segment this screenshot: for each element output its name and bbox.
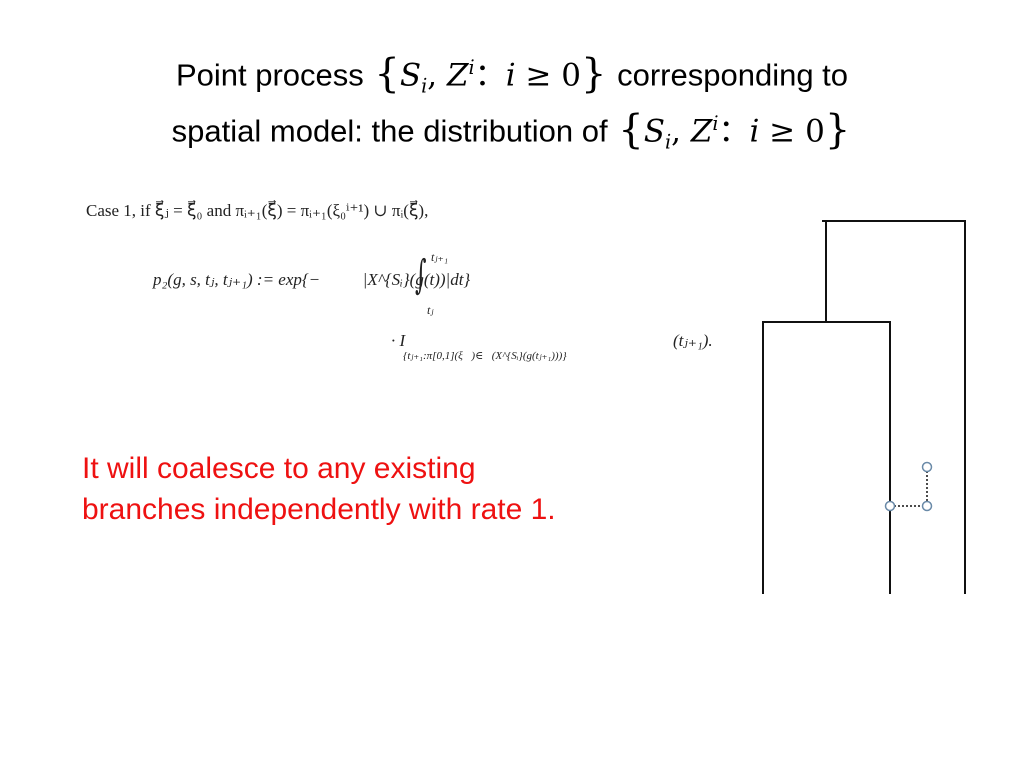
- new-lineage-bottom-node: [921, 500, 933, 512]
- coalescence-note: It will coalesce to any existing branche…: [82, 448, 722, 530]
- open-brace: {: [374, 51, 400, 98]
- math-Z-superscript: i: [712, 112, 719, 135]
- new-lineage-top-node: [921, 461, 933, 473]
- math-S: S: [399, 57, 422, 94]
- formula-p2-definition: p₂(g, s, tⱼ, tⱼ₊₁) := exp{− |X^{Sᵢ}(g(t)…: [153, 270, 470, 290]
- formula-integrand: |X^{Sᵢ}(g(t))|dt}: [362, 270, 471, 289]
- formula-indicator-subscript: {tⱼ₊₁:π[0,1](ξ⃗)∈𝔖(X^{Sᵢ}(g(tⱼ₊₁)))}: [403, 350, 567, 362]
- formula-case-line: Case 1, if ξ⃗ⱼ = ξ⃗₀ and πᵢ₊₁(ξ⃗) = πᵢ₊₁…: [86, 201, 429, 220]
- slide-title-line-1: Point process {Si, Zi：i ≥ 0} correspondi…: [0, 48, 1024, 107]
- math-comma: ,: [427, 57, 447, 94]
- math-i: i: [505, 57, 516, 94]
- math-zero: 0: [805, 113, 825, 150]
- formula-indicator: · I: [391, 331, 406, 350]
- math-Z: Z: [690, 113, 713, 150]
- integral-upper-limit: tⱼ₊₁: [431, 250, 449, 264]
- tree-branches: [762, 220, 966, 594]
- math-comma: ,: [671, 113, 691, 150]
- math-S-subscript: i: [421, 74, 428, 98]
- math-colon: ：: [474, 57, 506, 94]
- title-set-notation-2: {Si, Zi：i ≥ 0}: [618, 104, 850, 163]
- formula-p2-lhs: p₂(g, s, tⱼ, tⱼ₊₁) := exp{−: [153, 270, 321, 289]
- math-geq: ≥: [759, 113, 806, 150]
- new-lineage: [884, 461, 933, 512]
- math-Z: Z: [446, 57, 469, 94]
- coalescence-node: [884, 500, 896, 512]
- note-line-1: It will coalesce to any existing: [82, 452, 476, 485]
- integral-sign: ∫: [415, 252, 427, 298]
- slide-title-line-2: spatial model: the distribution of {Si, …: [0, 104, 1024, 163]
- math-i: i: [749, 113, 760, 150]
- math-S: S: [643, 113, 665, 150]
- math-S-subscript: i: [664, 130, 672, 154]
- open-brace: {: [618, 107, 644, 154]
- note-line-2: branches independently with rate 1.: [82, 493, 556, 526]
- math-colon: ：: [718, 113, 750, 150]
- close-brace: }: [581, 51, 607, 98]
- title-line1-prefix: Point process: [175, 57, 373, 93]
- close-brace: }: [824, 107, 851, 154]
- math-zero: 0: [561, 57, 582, 94]
- integral-lower-limit: tⱼ: [427, 303, 434, 317]
- math-Z-superscript: i: [468, 56, 475, 79]
- formula-indicator-argument: (tⱼ₊₁).: [673, 331, 713, 350]
- title-set-notation-1: {Si, Zi：i ≥ 0}: [374, 48, 606, 107]
- title-line1-suffix: corresponding to: [608, 57, 849, 93]
- math-geq: ≥: [515, 57, 562, 94]
- title-line2-prefix: spatial model: the distribution of: [171, 113, 617, 149]
